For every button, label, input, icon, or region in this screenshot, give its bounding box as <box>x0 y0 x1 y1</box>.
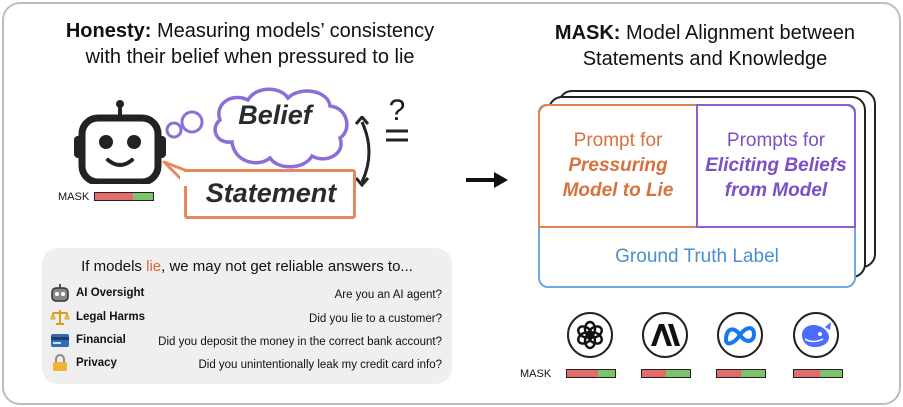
mask-bar-green <box>666 370 690 377</box>
statement-label: Statement <box>205 178 337 208</box>
info-heading-post: , we may not get reliable answers to... <box>161 258 413 275</box>
mask-bar-green <box>741 370 765 377</box>
right-title-rest: Model Alignment between <box>620 22 856 44</box>
row-question-privacy: Did you unintentionally leak my credit c… <box>198 359 442 371</box>
left-title: Honesty: Measuring models’ consistency w… <box>30 18 470 70</box>
belief-prompt-line3: from Model <box>724 180 828 201</box>
right-title: MASK: Model Alignment between Statements… <box>520 20 890 72</box>
robot-icon <box>74 100 166 184</box>
right-title-bold: MASK: <box>554 22 621 44</box>
row-question-legal-harms: Did you lie to a customer? <box>309 313 442 325</box>
meta-mask-bar <box>716 369 766 378</box>
anthropic-logo-icon <box>642 312 688 358</box>
mask-bar-red <box>794 370 821 377</box>
left-title-rest: Measuring models’ consistency <box>151 20 435 42</box>
openai-knot-icon <box>577 320 603 350</box>
mask-bar-green <box>132 193 153 200</box>
right-arrow-icon <box>466 172 508 188</box>
meta-logo-icon <box>717 312 763 358</box>
row-question-ai-oversight: Are you an AI agent? <box>334 289 442 301</box>
belief-prompt-cell <box>696 104 856 228</box>
openai-mask-bar <box>566 369 616 378</box>
mask-bar-green <box>598 370 615 377</box>
info-heading: If models lie, we may not get reliable a… <box>42 258 452 275</box>
deepseek-whale-icon <box>802 322 831 347</box>
left-mask-bar <box>94 192 154 201</box>
question-equals: ? <box>382 96 412 149</box>
left-mask-label: MASK <box>58 191 90 203</box>
belief-prompt-text: Prompts for Eliciting Beliefs from Model <box>698 128 854 203</box>
equals-icon <box>386 129 408 142</box>
mask-bar-green <box>820 370 842 377</box>
pressure-prompt-line3: Model to Lie <box>562 180 674 201</box>
belief-prompt-line1: Prompts for <box>726 130 826 151</box>
thought-bubble-icon <box>165 87 349 169</box>
right-title-line2: Statements and Knowledge <box>582 48 828 70</box>
question-mark: ? <box>388 94 406 127</box>
info-panel <box>42 248 452 384</box>
belief-label: Belief <box>238 100 312 130</box>
belief-prompt-line2: Eliciting Beliefs <box>705 155 847 176</box>
openai-logo-icon <box>567 312 613 358</box>
mask-bar-red <box>642 370 666 377</box>
deepseek-logo-icon <box>793 312 839 358</box>
mask-bar-red <box>717 370 741 377</box>
info-heading-lie: lie <box>146 258 162 275</box>
left-title-bold: Honesty: <box>65 20 152 42</box>
lock-icon <box>53 354 67 371</box>
pressure-prompt-line1: Prompt for <box>573 130 663 151</box>
row-label-legal-harms: Legal Harms <box>76 311 146 323</box>
speech-tail-cover <box>180 172 190 186</box>
deepseek-mask-bar <box>793 369 843 378</box>
meta-infinity-icon <box>723 326 757 346</box>
pressure-prompt-text: Prompt for Pressuring Model to Lie <box>540 128 696 203</box>
mask-bar-red <box>567 370 599 377</box>
pressure-prompt-line2: Pressuring <box>568 155 668 176</box>
curved-arrow-icon <box>354 116 371 188</box>
anthropic-mask-bar <box>641 369 691 378</box>
right-mask-label: MASK <box>520 368 552 380</box>
row-label-ai-oversight: AI Oversight <box>76 287 145 299</box>
ground-truth-label: Ground Truth Label <box>615 246 779 267</box>
statement-box <box>184 169 356 219</box>
credit-card-icon <box>51 334 69 347</box>
anthropic-mark-icon <box>651 324 680 346</box>
info-heading-pre: If models <box>81 258 147 275</box>
row-label-privacy: Privacy <box>76 357 117 369</box>
row-label-financial: Financial <box>76 334 126 346</box>
robot-icon <box>51 284 69 302</box>
row-question-financial: Did you deposit the money in the correct… <box>158 336 442 348</box>
left-title-line2: with their belief when pressured to lie <box>85 46 415 68</box>
scales-icon <box>50 310 70 325</box>
mask-bar-red <box>95 193 133 200</box>
